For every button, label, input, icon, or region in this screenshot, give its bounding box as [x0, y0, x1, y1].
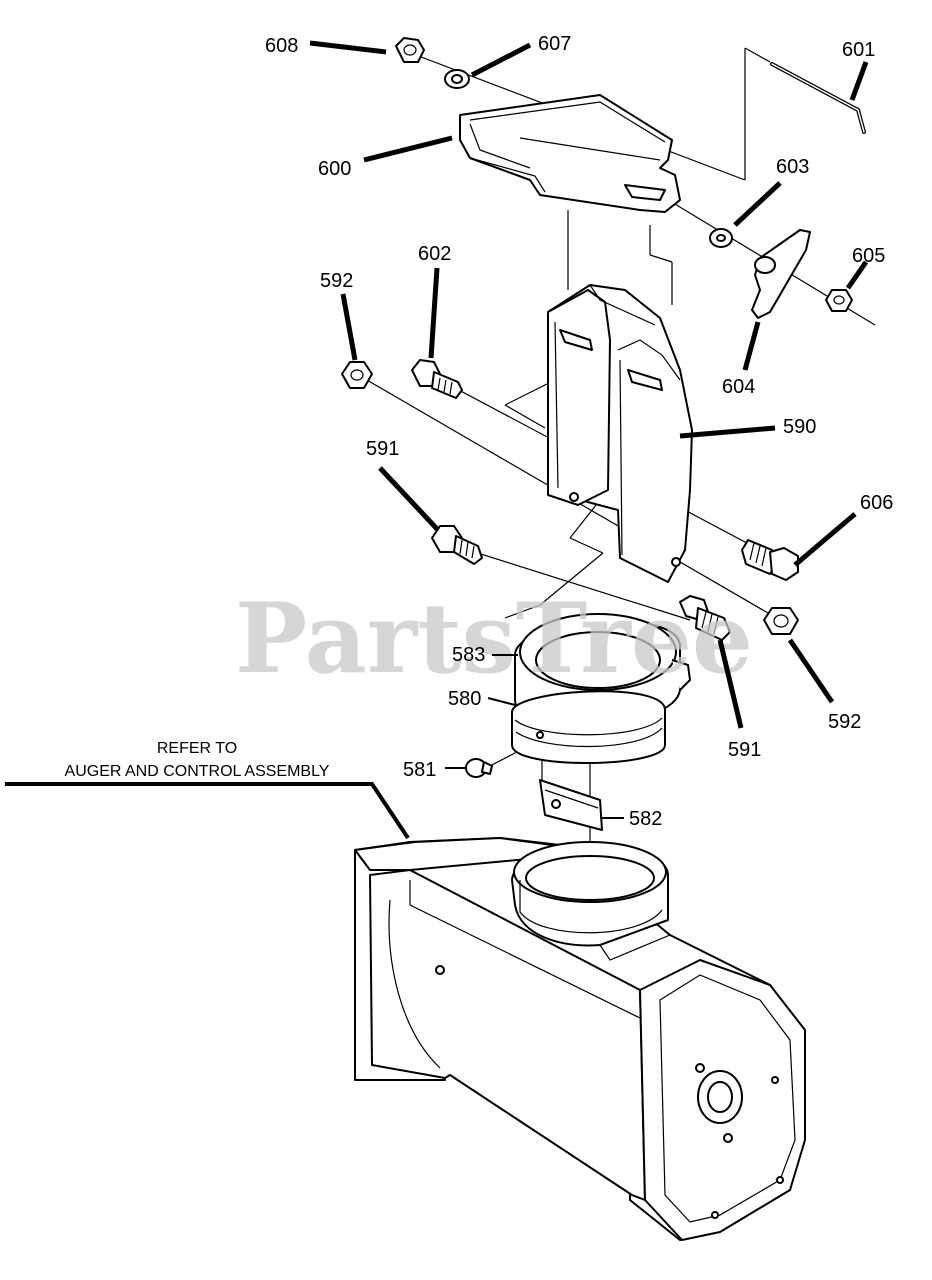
watermark: PartsTree: [235, 582, 753, 695]
label-581: 581: [403, 759, 436, 781]
bolt-602: [411, 359, 463, 399]
label-605: 605: [852, 245, 885, 267]
chute-590: [547, 284, 693, 583]
deflector-600: [459, 94, 681, 213]
ring-580: [511, 690, 666, 764]
auger-housing: [354, 837, 806, 1241]
nut-605: [825, 289, 853, 312]
note-line-1: REFER TO: [157, 740, 237, 757]
callout-leaders: [5, 40, 869, 840]
label-602: 602: [418, 243, 451, 265]
nut-608: [395, 37, 425, 63]
bolt-591-left: [431, 525, 483, 565]
bolt-606: [741, 539, 799, 581]
knob-604: [751, 229, 811, 319]
label-603: 603: [776, 156, 809, 178]
label-591-left: 591: [366, 438, 399, 460]
label-600: 600: [318, 158, 351, 180]
label-606: 606: [860, 492, 893, 514]
note-line-2: AUGER AND CONTROL ASSEMBLY: [65, 763, 330, 780]
label-604: 604: [722, 376, 755, 398]
label-592-lower: 592: [828, 711, 861, 733]
part-labels: 608 607 601 600 603 605 602 592 604 590 …: [265, 33, 893, 830]
label-580: 580: [448, 688, 481, 710]
bolt-591-right: [679, 595, 731, 641]
pin-601: [770, 62, 866, 134]
clamp-582: [539, 779, 603, 831]
label-583: 583: [452, 644, 485, 666]
washer-607: [444, 69, 470, 89]
label-590: 590: [783, 416, 816, 438]
label-592-upper: 592: [320, 270, 353, 292]
screw-581: [465, 758, 493, 778]
label-607: 607: [538, 33, 571, 55]
nut-592-lower: [763, 607, 799, 635]
washer-603: [709, 228, 733, 248]
nut-592-upper: [341, 361, 373, 389]
label-601: 601: [842, 39, 875, 61]
label-608: 608: [265, 35, 298, 57]
label-591-right: 591: [728, 739, 761, 761]
label-582: 582: [629, 808, 662, 830]
